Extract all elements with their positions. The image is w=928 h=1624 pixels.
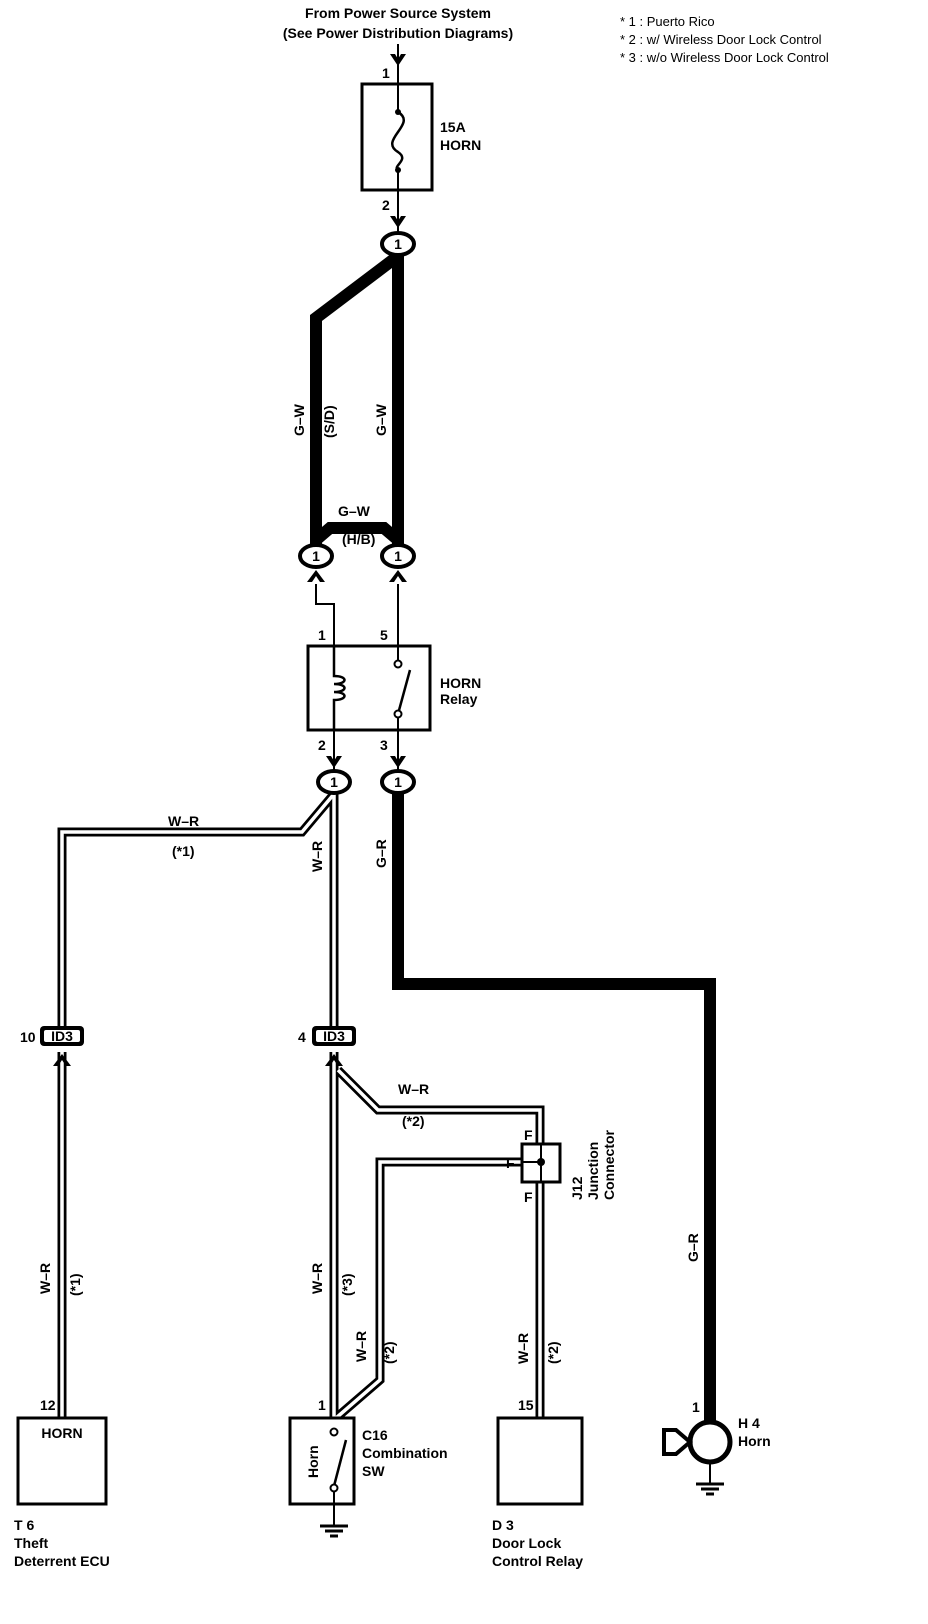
j12-code: J12 [569,1176,585,1200]
d3-pin: 15 [518,1397,534,1413]
h4-pin: 1 [692,1399,700,1415]
wire-label-gw-right: G–W [373,403,389,436]
horn-relay: 1 5 HORN Relay 2 3 [306,584,481,770]
connector-id3-left-pin: 10 [20,1029,36,1045]
fuse-horn: 1 15A HORN 2 [360,44,481,232]
component-d3: 15 D 3 Door Lock Control Relay [492,1397,584,1569]
wire-label-n2-branch: (*2) [402,1113,425,1129]
wire-label-gr-bottom: G–R [685,1233,701,1262]
ground-icon-c16 [318,1514,350,1538]
component-c16: 1 Horn C16 Combination SW [288,1397,448,1538]
component-h4: 1 H 4 Horn [662,1399,771,1496]
wire-wr-group [57,791,545,1422]
ground-icon-h4 [694,1472,726,1496]
note-1: * 1 : Puerto Rico [620,14,715,29]
relay-pin-5: 5 [380,627,388,643]
d3-code: D 3 [492,1517,514,1533]
wire-label-n1-left: (*1) [67,1273,83,1296]
j12-name-line2: Connector [601,1129,617,1200]
c16-inner-label: Horn [305,1445,321,1478]
t6-name-line2: Deterrent ECU [14,1553,110,1569]
h4-name-line1: Horn [738,1433,771,1449]
wire-label-wr-c16: W–R [353,1331,369,1362]
connector-id3-mid-pin: 4 [298,1029,306,1045]
relay-pin-3: 3 [380,737,388,753]
j12-pin-top: F [524,1127,533,1143]
wire-label-gw-hb: G–W [338,503,371,519]
fuse-name: HORN [440,137,481,153]
note-2: * 2 : w/ Wireless Door Lock Control [620,32,822,47]
junction-connector-j12: F F F J12 Junction Connector [506,1127,617,1205]
j12-name-line1: Junction [585,1142,601,1200]
note-3: * 3 : w/o Wireless Door Lock Control [620,50,829,65]
wire-label-n2-c16: (*2) [381,1341,397,1364]
relay-name-line2: Relay [440,691,478,707]
wire-label-gw-left: G–W [291,403,307,436]
connector-id3-left-label: ID3 [51,1028,73,1044]
junction-mark-top-label: 1 [394,236,402,252]
fuse-pin-out: 2 [382,197,390,213]
junction-mark-relay-left-label: 1 [330,774,338,790]
c16-name-line1: Combination [362,1445,448,1461]
fuse-pin-in: 1 [382,65,390,81]
h4-code: H 4 [738,1415,760,1431]
relay-name-line1: HORN [440,675,481,691]
connector-id3-left: ID3 10 [20,1026,84,1066]
wire-label-gr-top: G–R [373,839,389,868]
j12-pin-bottom: F [524,1189,533,1205]
t6-code: T 6 [14,1517,34,1533]
connector-id3-mid: ID3 4 [298,1026,356,1066]
wire-label-n3: (*3) [339,1273,355,1296]
wire-label-n2-d3: (*2) [545,1341,561,1364]
d3-name-line1: Door Lock [492,1535,561,1551]
relay-pin-1: 1 [318,627,326,643]
wire-label-wr-d3: W–R [515,1333,531,1364]
wire-label-wr-branch: W–R [398,1081,429,1097]
wire-label-sd: (S/D) [321,405,337,438]
fuse-rating: 15A [440,119,466,135]
component-t6: 12 HORN T 6 Theft Deterrent ECU [14,1397,110,1569]
wire-gr [392,794,716,1422]
wire-label-wr-left: W–R [37,1263,53,1294]
d3-name-line2: Control Relay [492,1553,583,1569]
t6-name-line1: Theft [14,1535,49,1551]
wire-label-wr-mid-vertical: W–R [309,841,325,872]
junction-mark-hb-right-label: 1 [394,548,402,564]
connector-id3-mid-label: ID3 [323,1028,345,1044]
wire-label-wr-mid: W–R [309,1263,325,1294]
c16-name-line2: SW [362,1463,385,1479]
wire-label-wr-top: W–R [168,813,199,829]
horn-icon [662,1428,694,1456]
t6-pin: 12 [40,1397,56,1413]
junction-mark-hb-left-label: 1 [312,548,320,564]
j12-pin-left: F [506,1155,515,1171]
source-label-line2: (See Power Distribution Diagrams) [283,25,513,41]
junction-mark-relay-right-label: 1 [394,774,402,790]
t6-inner-label: HORN [41,1425,82,1441]
wire-label-n1-top: (*1) [172,843,195,859]
relay-pin-2: 2 [318,737,326,753]
source-label-line1: From Power Source System [305,5,491,21]
c16-pin: 1 [318,1397,326,1413]
wire-label-hb: (H/B) [342,531,375,547]
c16-code: C16 [362,1427,388,1443]
wire-gw-group [310,251,404,546]
